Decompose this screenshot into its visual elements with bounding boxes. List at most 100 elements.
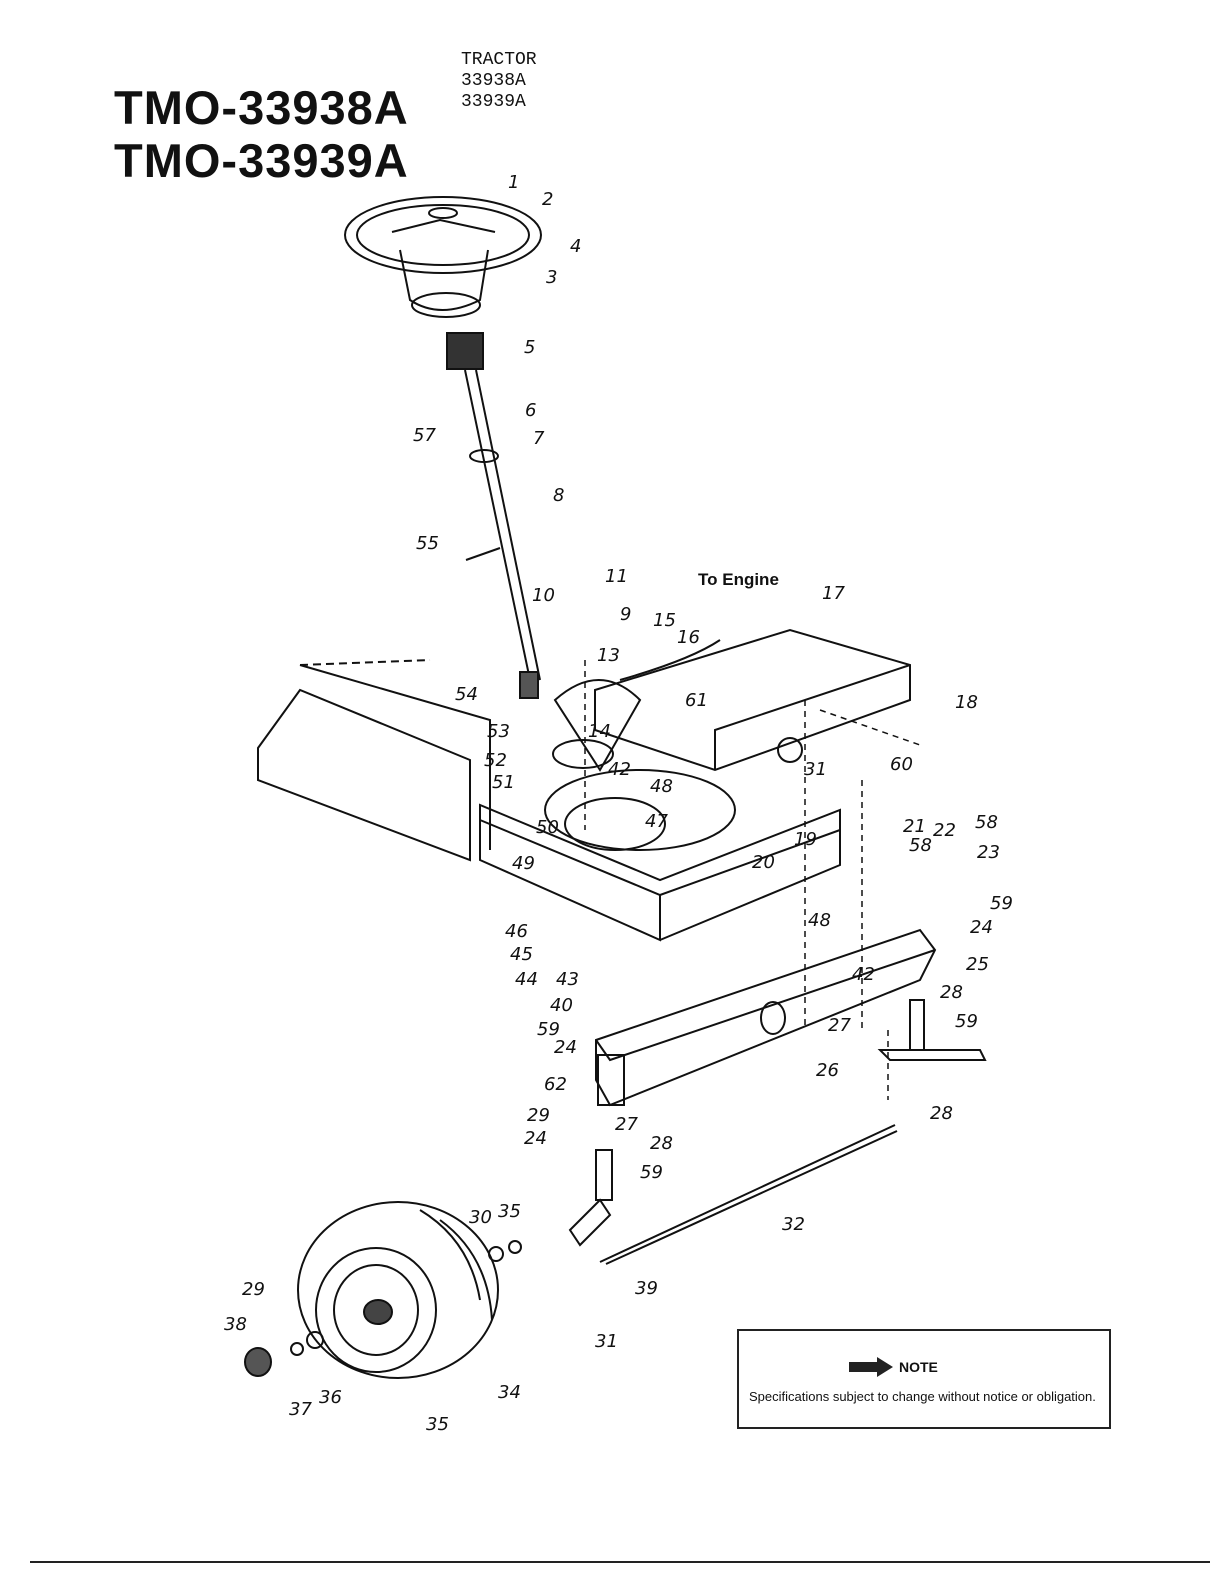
bottom-rule: [30, 1561, 1210, 1563]
part-callout: 45: [510, 944, 533, 965]
part-callout: 43: [556, 969, 579, 990]
part-callout: 37: [289, 1399, 312, 1420]
part-callout: 52: [484, 750, 507, 771]
part-callout: 47: [645, 811, 668, 832]
part-callout: 23: [977, 842, 1000, 863]
part-callout: 25: [966, 954, 989, 975]
part-callout: 59: [955, 1011, 978, 1032]
part-callout: 29: [527, 1105, 550, 1126]
front-axle-drawing: [595, 928, 937, 1107]
part-callout: 6: [525, 400, 536, 421]
part-callout: 9: [620, 604, 631, 625]
part-callout: 54: [455, 684, 478, 705]
part-callout: 28: [650, 1133, 673, 1154]
part-callout: 2: [542, 189, 553, 210]
part-callout: 59: [537, 1019, 560, 1040]
part-callout: 5: [524, 337, 535, 358]
part-callout: 15: [653, 610, 676, 631]
part-callout: 14: [588, 721, 611, 742]
to-engine-label: To Engine: [698, 570, 779, 589]
part-callout: 10: [532, 585, 555, 606]
part-callout: 35: [426, 1414, 449, 1435]
part-callout: 46: [505, 921, 528, 942]
wheel-tire-drawing: [297, 1201, 499, 1379]
part-callout: 31: [804, 759, 827, 780]
part-callout: 58: [975, 812, 998, 833]
tractor-model-2: 33939A: [461, 92, 526, 112]
part-callout: 24: [554, 1037, 577, 1058]
part-callout: 55: [416, 533, 439, 554]
part-callout: 28: [930, 1103, 953, 1124]
engine-bracket-drawing: [594, 628, 911, 772]
part-callout: 19: [794, 829, 817, 850]
steering-shaft-drawing: [464, 369, 541, 699]
part-callout: 38: [224, 1314, 247, 1335]
model-title-1: TMO-33938A: [114, 81, 409, 134]
part-callout: 50: [536, 817, 559, 838]
part-callout: 32: [782, 1214, 805, 1235]
part-callout: 59: [640, 1162, 663, 1183]
left-frame-drawing: [257, 659, 491, 862]
hub-cap-drawing: [244, 1240, 522, 1377]
splined-coupler-drawing: [446, 332, 484, 370]
spindle-drawing: [568, 999, 987, 1247]
note-header: NOTE: [849, 1357, 938, 1377]
part-callout: 57: [413, 425, 436, 446]
part-callout: 16: [677, 627, 700, 648]
part-callout: 48: [650, 776, 673, 797]
part-callout: 48: [808, 910, 831, 931]
tractor-label: TRACTOR: [461, 50, 537, 70]
part-callout: 42: [608, 759, 631, 780]
part-callout: 31: [595, 1331, 618, 1352]
part-callout: 53: [487, 721, 510, 742]
part-callout: 60: [890, 754, 913, 775]
part-callout: 30: [469, 1207, 492, 1228]
part-callout: 51: [492, 772, 515, 793]
part-callout: 27: [615, 1114, 638, 1135]
part-callout: 17: [822, 583, 845, 604]
part-callout: 42: [852, 964, 875, 985]
part-callout: 40: [550, 995, 573, 1016]
note-text: Specifications subject to change without…: [749, 1389, 1096, 1404]
steering-wheel-drawing: [344, 196, 542, 318]
part-callout: 26: [816, 1060, 839, 1081]
engine-cable-drawing: [619, 639, 721, 681]
part-callout: 29: [242, 1279, 265, 1300]
part-callout: 1: [508, 172, 519, 193]
part-callout: 27: [828, 1015, 851, 1036]
note-box: NOTE Specifications subject to change wi…: [737, 1329, 1111, 1429]
assembly-guide-lines: [584, 660, 921, 1100]
part-callout: 44: [515, 969, 538, 990]
part-callout: 13: [597, 645, 620, 666]
part-callout: 24: [970, 917, 993, 938]
part-callout: 18: [955, 692, 978, 713]
part-callout: 20: [752, 852, 775, 873]
part-callout: 3: [546, 267, 557, 288]
part-callout: 7: [533, 428, 545, 449]
part-callout: 8: [553, 485, 564, 506]
part-callout: 22: [933, 820, 956, 841]
part-callout: 36: [319, 1387, 342, 1408]
part-callout: 35: [498, 1201, 521, 1222]
part-callout: 62: [544, 1074, 567, 1095]
tie-rod-drawing: [599, 1124, 898, 1265]
part-callout: 49: [512, 853, 535, 874]
part-callout: 39: [635, 1278, 658, 1299]
frame-plate-drawing: [479, 769, 841, 942]
part-callout: 59: [990, 893, 1013, 914]
part-callout: 21: [903, 816, 926, 837]
tractor-model-block: TRACTOR 33938A 33939A: [461, 50, 537, 113]
sector-gear-drawing: [552, 679, 642, 772]
part-callout: 58: [909, 835, 932, 856]
part-callout: 4: [570, 236, 581, 257]
model-title-2: TMO-33939A: [114, 134, 409, 187]
tractor-model-1: 33938A: [461, 71, 526, 91]
part-callout: 28: [940, 982, 963, 1003]
part-callout: 11: [605, 566, 628, 587]
part-callout: 34: [498, 1382, 521, 1403]
part-callout: 24: [524, 1128, 547, 1149]
note-title: NOTE: [899, 1359, 938, 1375]
part-callout: 61: [685, 690, 708, 711]
